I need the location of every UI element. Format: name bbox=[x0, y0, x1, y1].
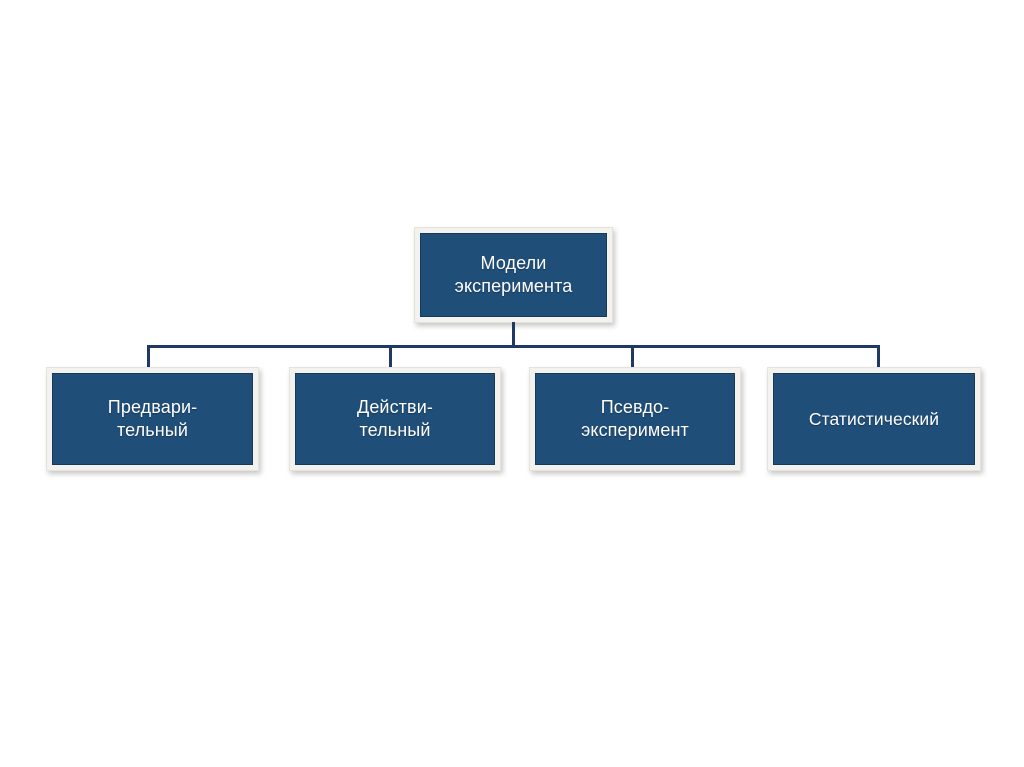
node-child-1-label-line2: тельный bbox=[359, 420, 431, 440]
node-child-0-label-line2: тельный bbox=[117, 420, 188, 440]
connector-drop-child-0 bbox=[147, 345, 150, 368]
node-child-deystvitelnyy[interactable]: Действи- тельный bbox=[289, 367, 501, 471]
node-child-2-fill: Псевдо- эксперимент bbox=[535, 373, 735, 465]
node-child-1-label-line1: Действи- bbox=[357, 396, 433, 417]
node-child-2-label-line1: Псевдо- bbox=[600, 396, 670, 417]
node-child-3-fill: Статистический bbox=[773, 373, 975, 465]
node-child-0-fill: Предвари- тельный bbox=[52, 373, 253, 465]
connector-horizontal-bus bbox=[147, 345, 880, 348]
node-child-predvaritelnyy[interactable]: Предвари- тельный bbox=[46, 367, 259, 471]
node-child-psevdo-eksperiment[interactable]: Псевдо- эксперимент bbox=[529, 367, 741, 471]
node-child-0-label-line1: Предвари- bbox=[107, 396, 198, 417]
node-child-3-label-line1: Статистический bbox=[808, 408, 940, 429]
node-child-2-label-line2: эксперимент bbox=[581, 420, 689, 440]
connector-drop-child-1 bbox=[389, 345, 392, 368]
node-root[interactable]: Модели эксперимента bbox=[414, 227, 613, 323]
node-root-label-line2: эксперимента bbox=[454, 276, 573, 296]
connector-drop-child-2 bbox=[631, 345, 634, 368]
connector-root-stem bbox=[512, 322, 515, 348]
node-child-statisticheskiy[interactable]: Статистический bbox=[767, 367, 981, 471]
connector-drop-child-3 bbox=[877, 345, 880, 368]
node-root-label-line1: Модели bbox=[480, 252, 547, 273]
node-child-1-fill: Действи- тельный bbox=[295, 373, 495, 465]
node-root-fill: Модели эксперимента bbox=[420, 233, 607, 317]
